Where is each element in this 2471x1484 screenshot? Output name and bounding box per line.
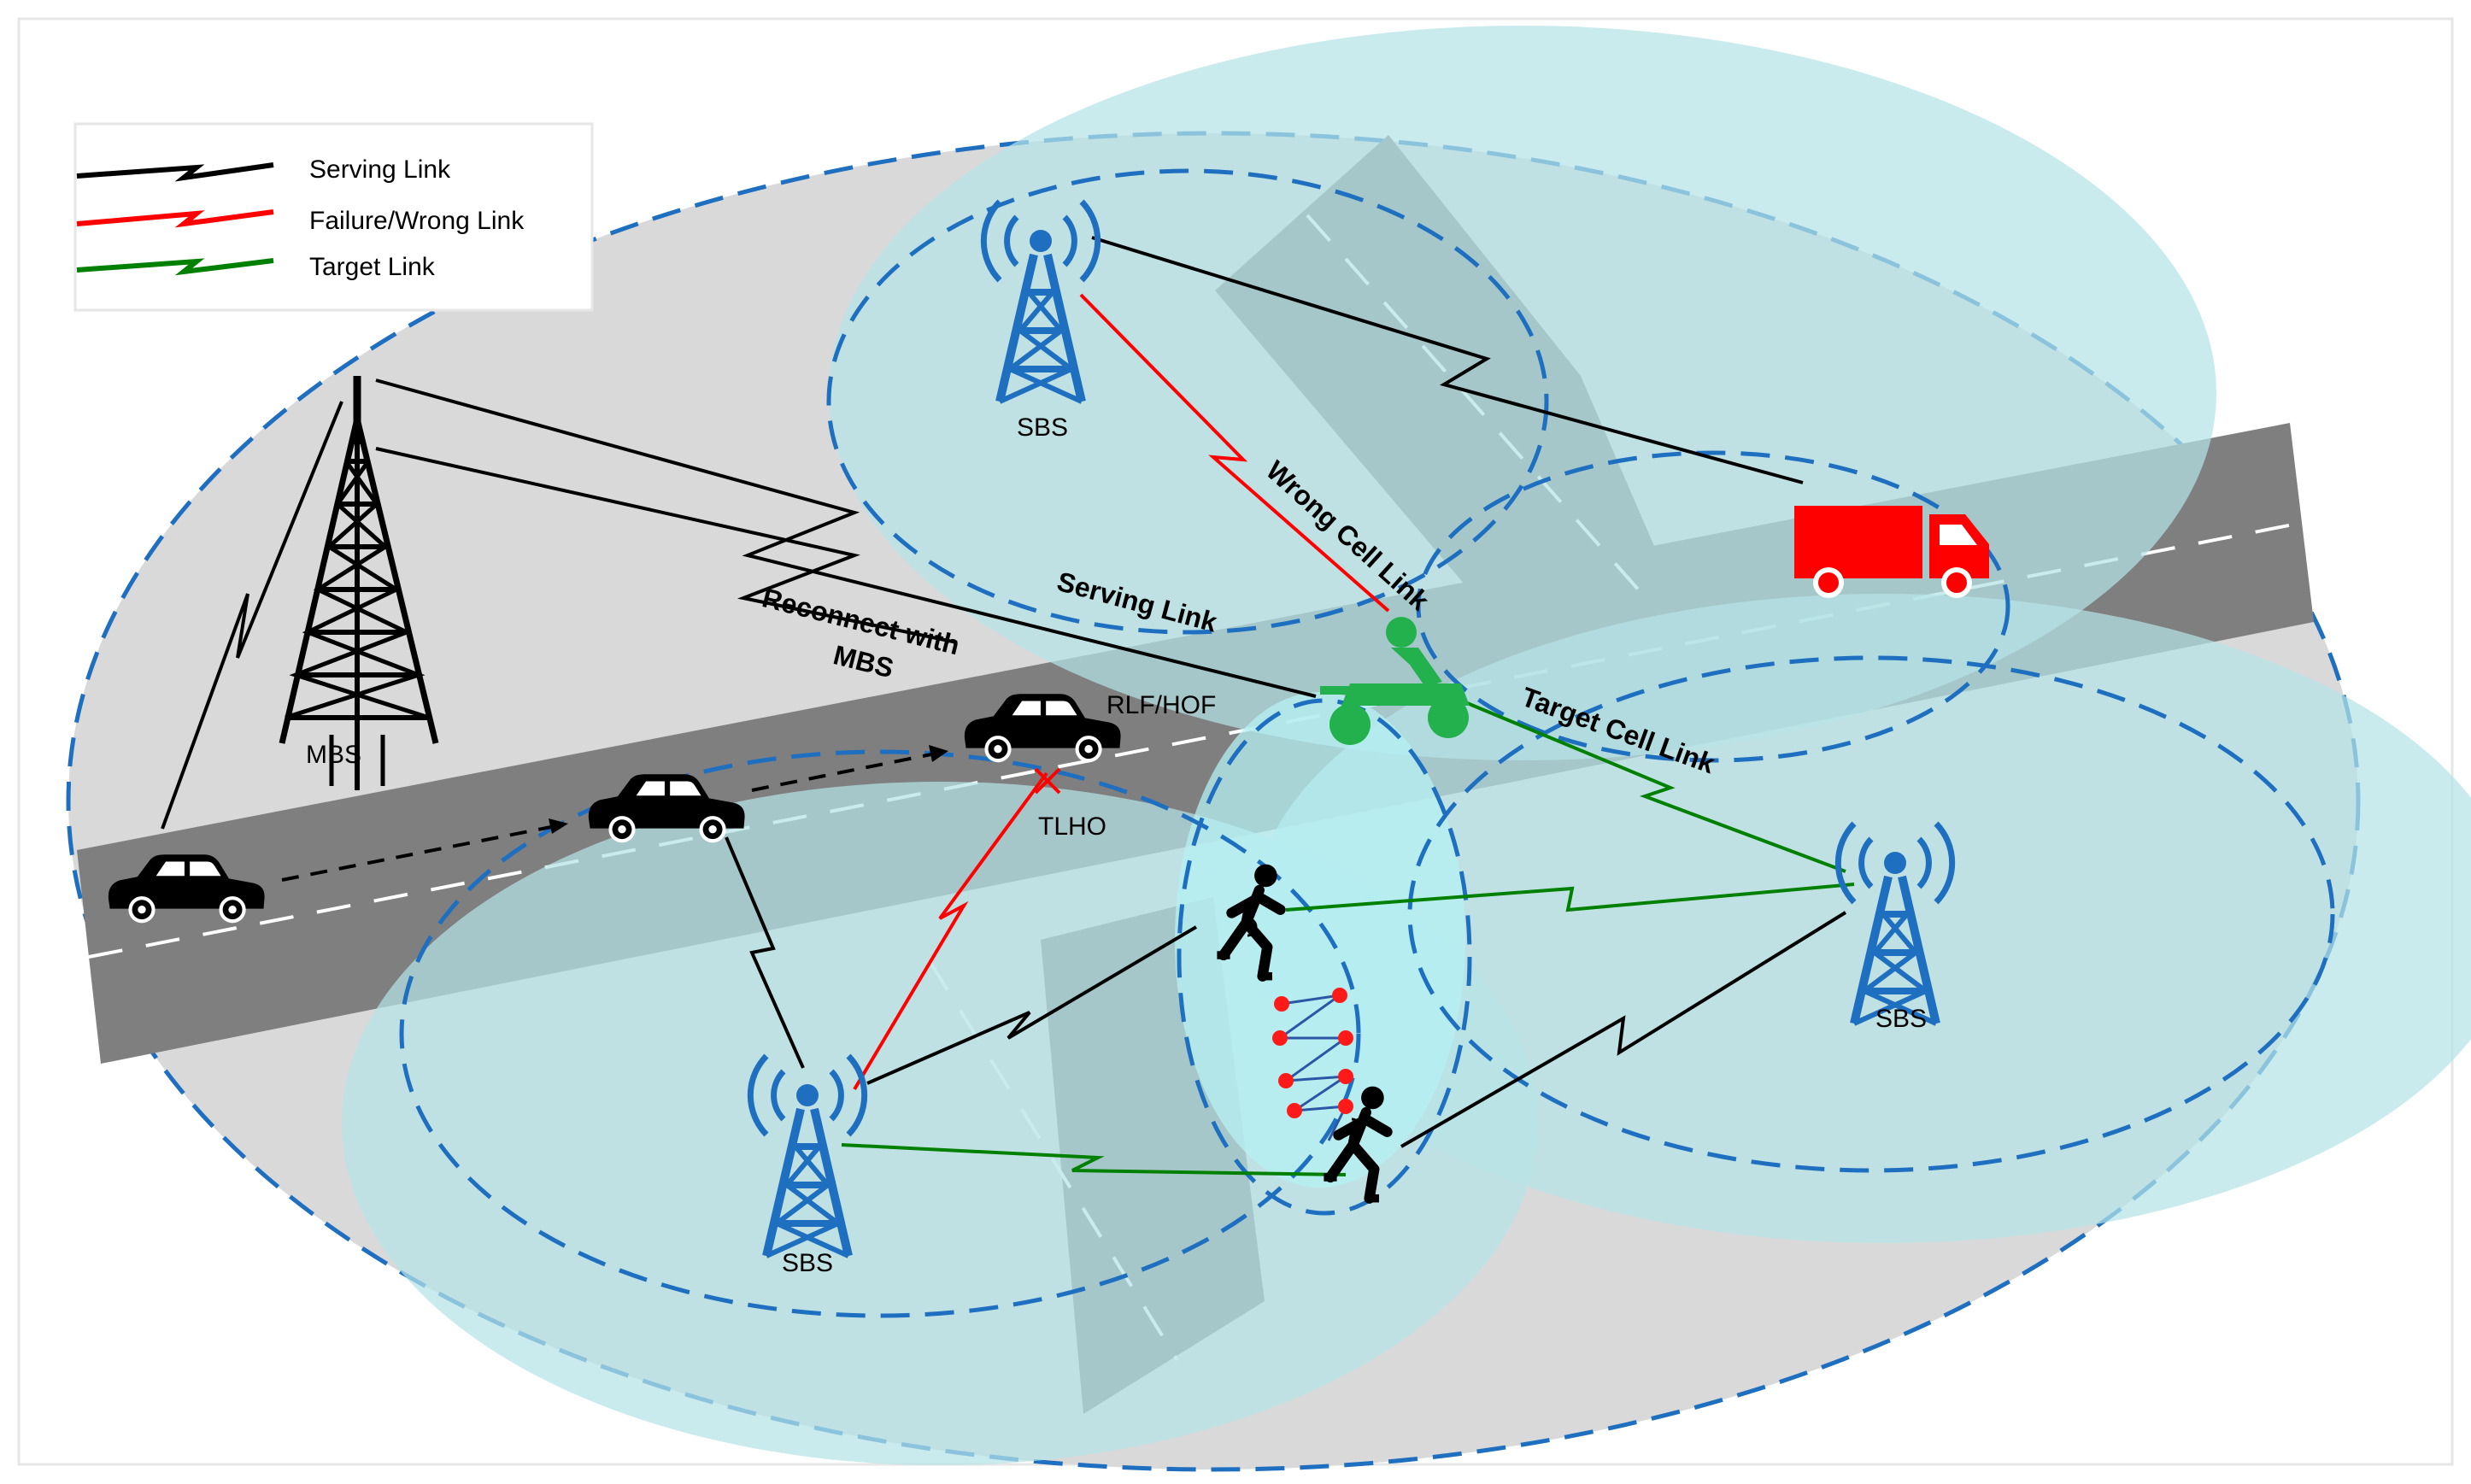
wrong-cell-link bbox=[1079, 293, 1390, 613]
sbs-label-bottom: SBS bbox=[782, 1249, 833, 1277]
tlho-failure-icon bbox=[1034, 767, 1061, 795]
legend-serving-swatch bbox=[76, 162, 274, 182]
legend-failure-swatch bbox=[76, 209, 274, 228]
sbs-label-top: SBS bbox=[1017, 414, 1068, 442]
failure-link-tlho bbox=[853, 771, 1048, 1091]
overlap-cell-road bbox=[1416, 450, 2010, 763]
legend-serving-label: Serving Link bbox=[309, 155, 451, 184]
sbs-label-right: SBS bbox=[1875, 1005, 1927, 1033]
legend-target-label: Target Link bbox=[309, 253, 436, 281]
target-cell-link bbox=[1460, 699, 1846, 873]
target-link-sbs-pedestrian bbox=[841, 1143, 1347, 1176]
phone-signal-icon-top bbox=[1247, 917, 1258, 937]
serving-link-truck bbox=[1091, 236, 1804, 484]
rlf-hof-label: RLF/HOF bbox=[1106, 691, 1216, 719]
serving-link-sbs-pedestrian bbox=[866, 925, 1198, 1085]
small-cell-top bbox=[826, 168, 1549, 635]
serving-link-mbs-motorcycle bbox=[375, 378, 1317, 698]
mbs-tower-icon bbox=[279, 376, 439, 790]
small-cell-right-fill bbox=[1252, 594, 2471, 1243]
serving-link-mbs-car bbox=[161, 401, 343, 830]
overlap-cell-fill bbox=[1175, 692, 1465, 1188]
truck-icon bbox=[1794, 506, 1989, 598]
car-trajectory-arrow-1 bbox=[549, 818, 568, 834]
ping-pong-points bbox=[1272, 988, 1353, 1118]
mbs-label: MBS bbox=[306, 741, 361, 769]
small-cell-right bbox=[1407, 655, 2335, 1173]
legend-failure-label: Failure/Wrong Link bbox=[309, 207, 525, 235]
small-cell-bottom bbox=[399, 749, 1361, 1318]
phone-signal-icon-bottom bbox=[1351, 1117, 1362, 1138]
car-trajectory-arrow-2 bbox=[929, 745, 948, 762]
motorcycle-icon bbox=[1320, 617, 1470, 745]
car-trajectory-2 bbox=[751, 750, 945, 792]
target-link-pedestrian bbox=[1285, 883, 1855, 912]
serving-link-sbs-right-pedestrian bbox=[1400, 911, 1847, 1148]
car-trajectory-1 bbox=[281, 823, 565, 882]
tlho-label: TLHO bbox=[1038, 812, 1106, 841]
links bbox=[161, 236, 1855, 1176]
reconnect-link-mbs bbox=[375, 447, 958, 644]
legend-target-swatch bbox=[76, 258, 274, 276]
legend: Serving Link Failure/Wrong Link Target L… bbox=[73, 122, 594, 312]
overlap-cell bbox=[1177, 698, 1472, 1216]
serving-link-sbs-car bbox=[725, 836, 805, 1069]
